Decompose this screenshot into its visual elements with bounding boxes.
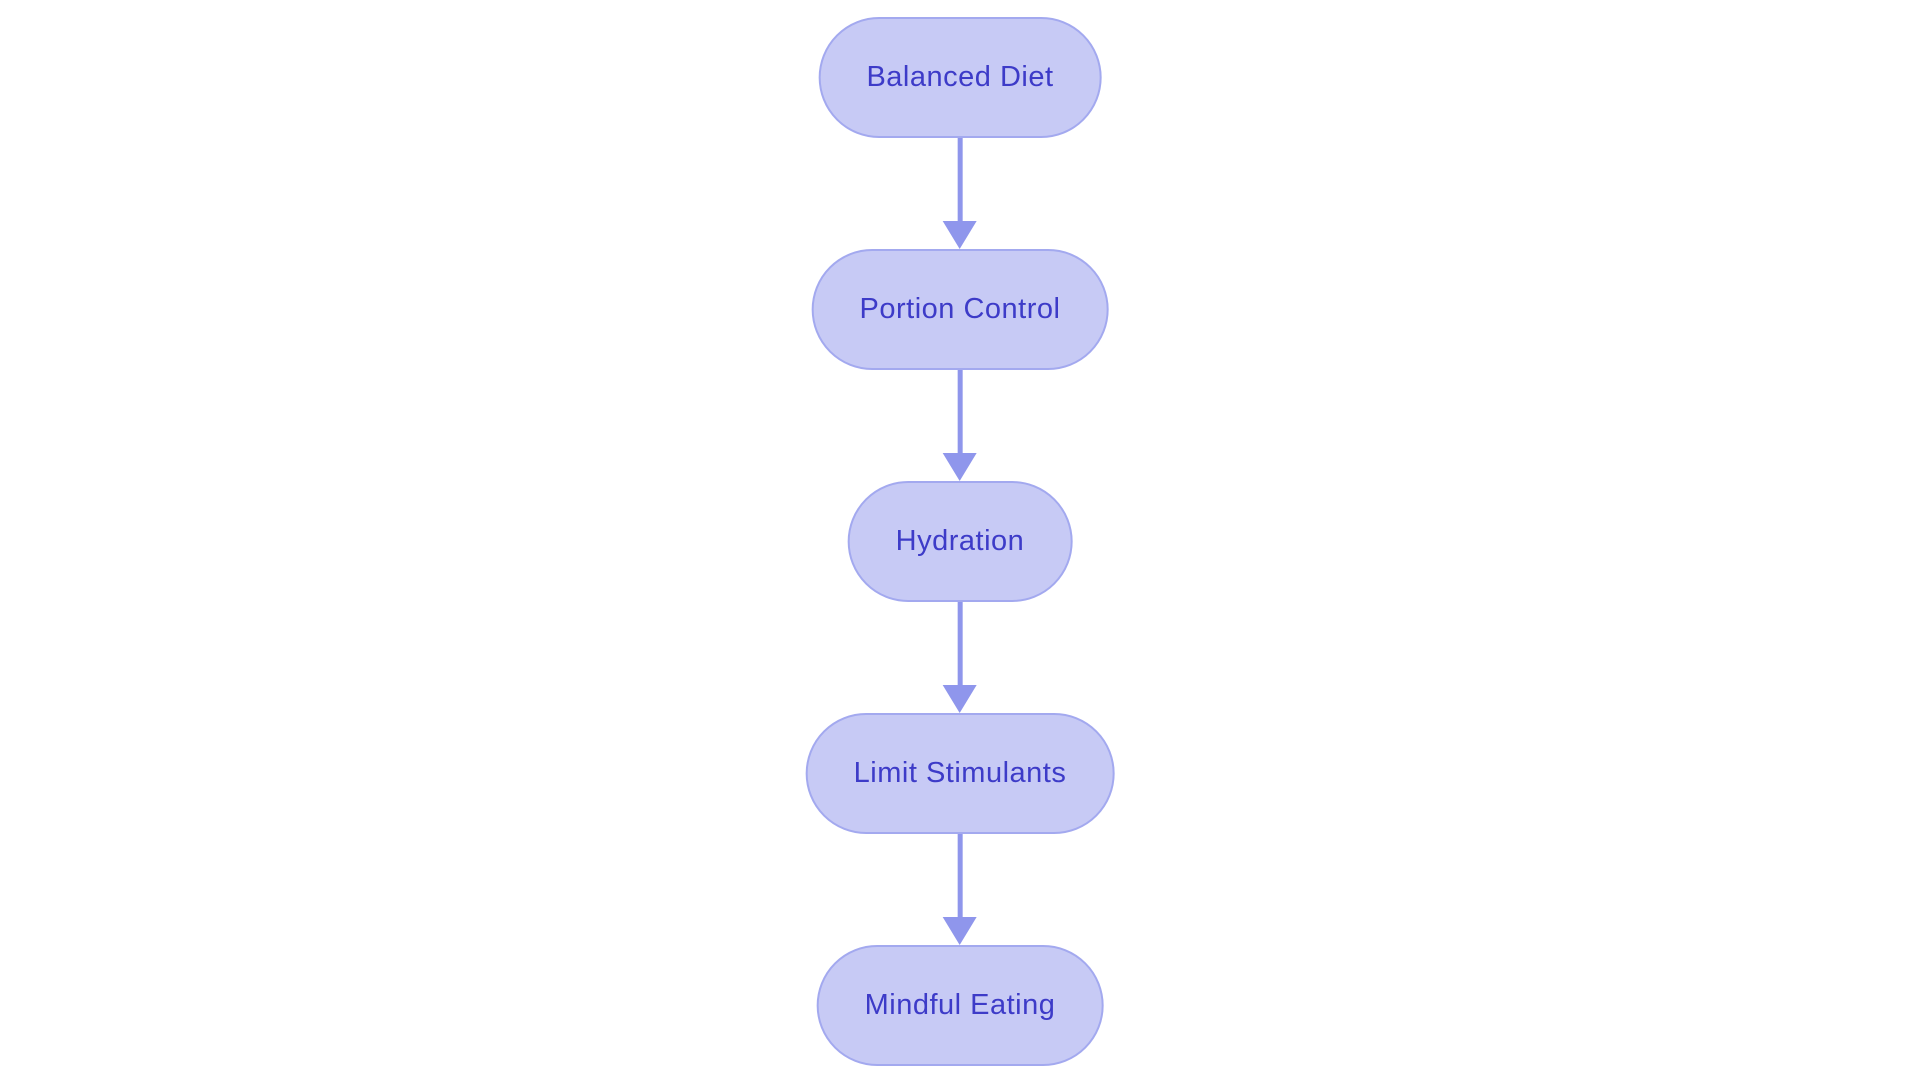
flowchart: Balanced Diet Portion Control Hydration … bbox=[805, 0, 1115, 1066]
flow-node-limit-stimulants: Limit Stimulants bbox=[805, 713, 1115, 834]
node-label: Hydration bbox=[895, 525, 1025, 557]
flow-node-hydration: Hydration bbox=[847, 481, 1073, 602]
connector-arrow-4 bbox=[942, 834, 977, 945]
node-label: Portion Control bbox=[859, 293, 1061, 325]
node-label: Balanced Diet bbox=[866, 61, 1054, 93]
arrow-line bbox=[957, 834, 963, 917]
flow-node-balanced-diet: Balanced Diet bbox=[818, 17, 1102, 138]
connector-arrow-3 bbox=[942, 602, 977, 713]
node-label: Mindful Eating bbox=[864, 989, 1056, 1021]
connector-arrow-2 bbox=[942, 370, 977, 481]
flow-node-portion-control: Portion Control bbox=[811, 249, 1109, 370]
arrowhead-down-icon bbox=[942, 685, 977, 713]
arrow-line bbox=[957, 138, 963, 221]
arrow-line bbox=[957, 370, 963, 453]
connector-arrow-1 bbox=[942, 138, 977, 249]
node-label: Limit Stimulants bbox=[853, 757, 1067, 789]
arrowhead-down-icon bbox=[942, 453, 977, 481]
flow-node-mindful-eating: Mindful Eating bbox=[816, 945, 1104, 1066]
arrowhead-down-icon bbox=[942, 917, 977, 945]
arrowhead-down-icon bbox=[942, 221, 977, 249]
arrow-line bbox=[957, 602, 963, 685]
